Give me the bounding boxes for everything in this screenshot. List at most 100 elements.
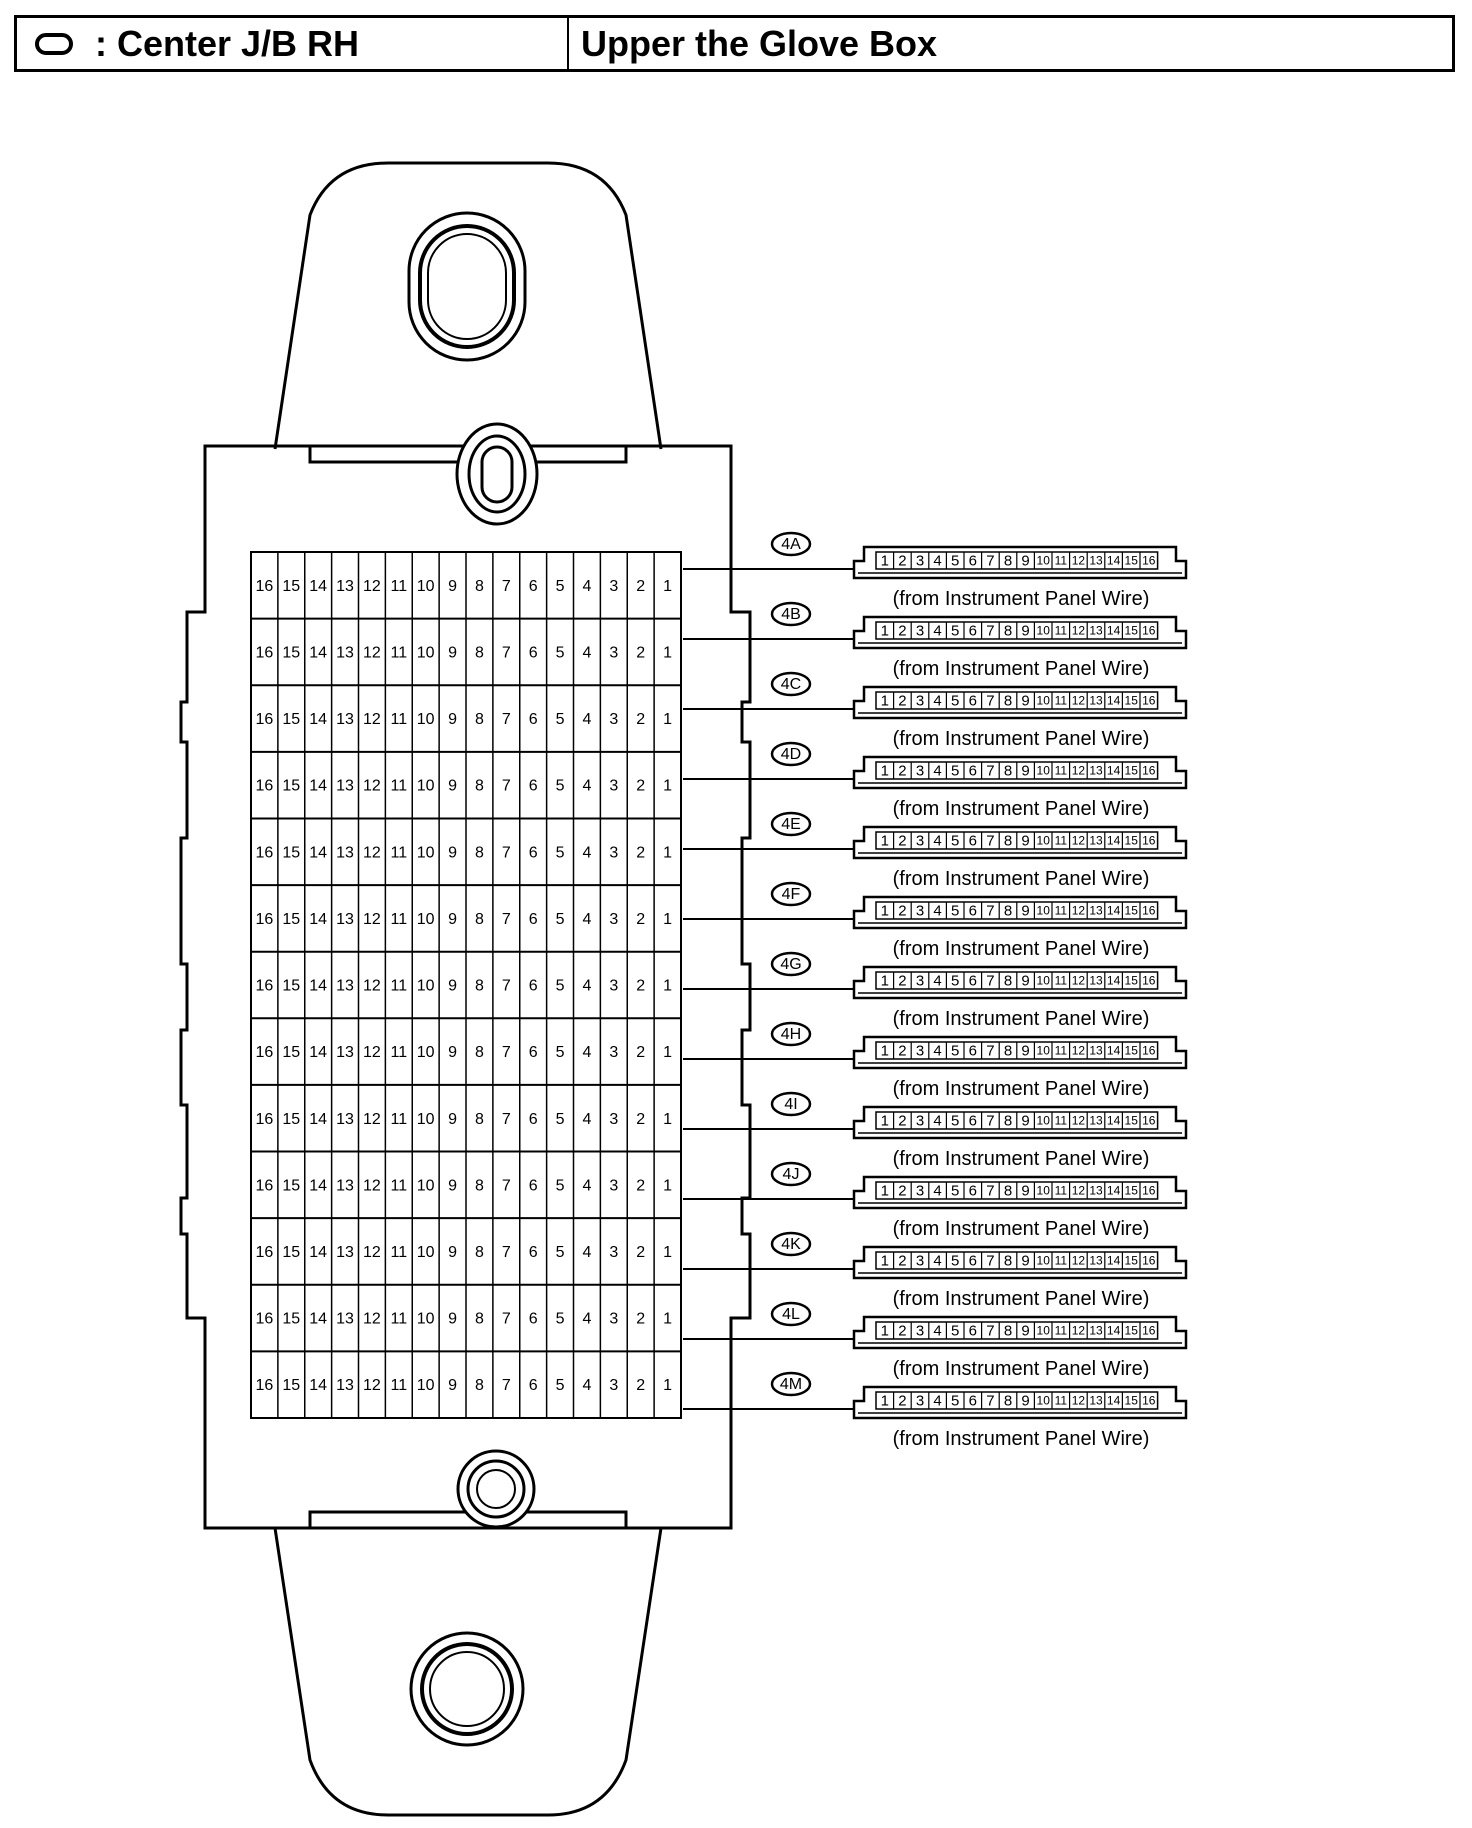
pin-number-label: 8	[475, 711, 484, 728]
pin-number-label: 3	[609, 1377, 618, 1394]
pin-number-label: 11	[391, 1244, 408, 1261]
pin-number-label: 4	[582, 978, 591, 995]
connector-pin-number: 8	[1004, 1252, 1012, 1269]
pin-number-label: 9	[448, 978, 457, 995]
connector-pin-number: 1	[881, 902, 889, 919]
connector-pin-number: 8	[1004, 1112, 1012, 1129]
connector-pin-number: 2	[898, 832, 906, 849]
pin-number-label: 14	[309, 844, 327, 861]
connector-pin-number: 10	[1037, 1324, 1051, 1338]
pin-number-label: 6	[529, 911, 538, 928]
connector-pin-number: 9	[1021, 1112, 1029, 1129]
pin-number-label: 9	[448, 1377, 457, 1394]
connector-pin-number: 1	[881, 1322, 889, 1339]
pin-number-label: 2	[636, 911, 645, 928]
connector-pin-number: 4	[933, 1392, 941, 1409]
connector-pin-number: 2	[898, 1042, 906, 1059]
connector-pin-number: 11	[1055, 764, 1068, 778]
connector-code-label: 4B	[781, 606, 801, 623]
connector-pin-number: 13	[1089, 1114, 1103, 1128]
connector-pin-number: 4	[933, 762, 941, 779]
junction-block-location: Upper the Glove Box	[581, 22, 938, 64]
connector-source-caption: (from Instrument Panel Wire)	[893, 1288, 1150, 1310]
connector-pin-number: 11	[1055, 834, 1068, 848]
connector-pin-number: 6	[969, 832, 977, 849]
connector-pin-number: 5	[951, 1322, 959, 1339]
connector-source-caption: (from Instrument Panel Wire)	[893, 938, 1150, 960]
pin-number-label: 8	[475, 844, 484, 861]
pin-number-label: 13	[336, 578, 354, 595]
pin-number-label: 10	[417, 711, 435, 728]
connector-pin-number: 1	[881, 692, 889, 709]
connector-pin-number: 10	[1037, 834, 1051, 848]
pin-number-label: 14	[309, 978, 327, 995]
connector-pin-number: 10	[1037, 1394, 1051, 1408]
pin-number-label: 5	[556, 1311, 565, 1328]
connector-pin-number: 3	[916, 692, 924, 709]
pin-number-label: 10	[417, 844, 435, 861]
pin-number-label: 12	[363, 911, 381, 928]
connector-pin-number: 8	[1004, 1322, 1012, 1339]
pin-number-label: 14	[309, 711, 327, 728]
pin-number-label: 3	[609, 1111, 618, 1128]
connector-housing	[852, 1385, 1188, 1420]
pin-number-label: 6	[529, 644, 538, 661]
pin-number-label: 13	[336, 711, 354, 728]
pin-number-label: 10	[417, 911, 435, 928]
pin-number-label: 11	[391, 911, 408, 928]
pin-number-label: 14	[309, 911, 327, 928]
pin-number-label: 10	[417, 1311, 435, 1328]
connector-pin-number: 5	[951, 1392, 959, 1409]
pin-number-label: 15	[282, 1244, 300, 1261]
connector-pin-number: 7	[986, 1322, 994, 1339]
pin-number-label: 14	[309, 644, 327, 661]
pin-number-label: 1	[663, 1244, 672, 1261]
connector-pin-number: 7	[986, 692, 994, 709]
connector-code-label: 4K	[781, 1236, 801, 1253]
pin-number-label: 14	[309, 1044, 327, 1061]
pin-number-label: 7	[502, 1244, 511, 1261]
connector-pin-number: 6	[969, 1392, 977, 1409]
connector-pin-number: 15	[1125, 834, 1139, 848]
connector-pin-number: 16	[1142, 1394, 1156, 1408]
pin-number-label: 9	[448, 1044, 457, 1061]
pin-number-label: 16	[256, 644, 274, 661]
pin-number-label: 2	[636, 644, 645, 661]
pin-number-label: 6	[529, 1244, 538, 1261]
connector-pin-number: 8	[1004, 1182, 1012, 1199]
pin-number-label: 16	[256, 911, 274, 928]
pin-number-label: 9	[448, 644, 457, 661]
pin-number-label: 5	[556, 711, 565, 728]
connector-pin-number: 15	[1125, 1114, 1139, 1128]
connector-housing	[852, 1245, 1188, 1280]
pin-number-label: 2	[636, 711, 645, 728]
pin-number-label: 14	[309, 1244, 327, 1261]
pin-number-label: 1	[663, 778, 672, 795]
pin-number-label: 6	[529, 1044, 538, 1061]
pin-number-label: 7	[502, 778, 511, 795]
pin-number-label: 15	[282, 778, 300, 795]
connector-code-label: 4I	[784, 1096, 797, 1113]
connector-code-label: 4H	[781, 1026, 801, 1043]
connector-pin-number: 1	[881, 762, 889, 779]
pin-number-label: 2	[636, 844, 645, 861]
pin-number-label: 2	[636, 1311, 645, 1328]
connector-source-caption: (from Instrument Panel Wire)	[893, 1428, 1150, 1450]
pin-number-label: 7	[502, 711, 511, 728]
connector-pin-number: 15	[1125, 974, 1139, 988]
connector-pin-number: 11	[1055, 1044, 1068, 1058]
pin-number-label: 15	[282, 1044, 300, 1061]
connector-pin-number: 13	[1089, 1044, 1103, 1058]
pin-number-label: 10	[417, 978, 435, 995]
connector-pin-number: 15	[1125, 1254, 1139, 1268]
connector-code-label: 4C	[781, 676, 801, 693]
connector-source-caption: (from Instrument Panel Wire)	[893, 728, 1150, 750]
pin-number-label: 8	[475, 1377, 484, 1394]
connector-pin-number: 3	[916, 1322, 924, 1339]
connector-pin-number: 10	[1037, 1184, 1051, 1198]
pin-number-label: 2	[636, 1044, 645, 1061]
pin-number-label: 13	[336, 644, 354, 661]
